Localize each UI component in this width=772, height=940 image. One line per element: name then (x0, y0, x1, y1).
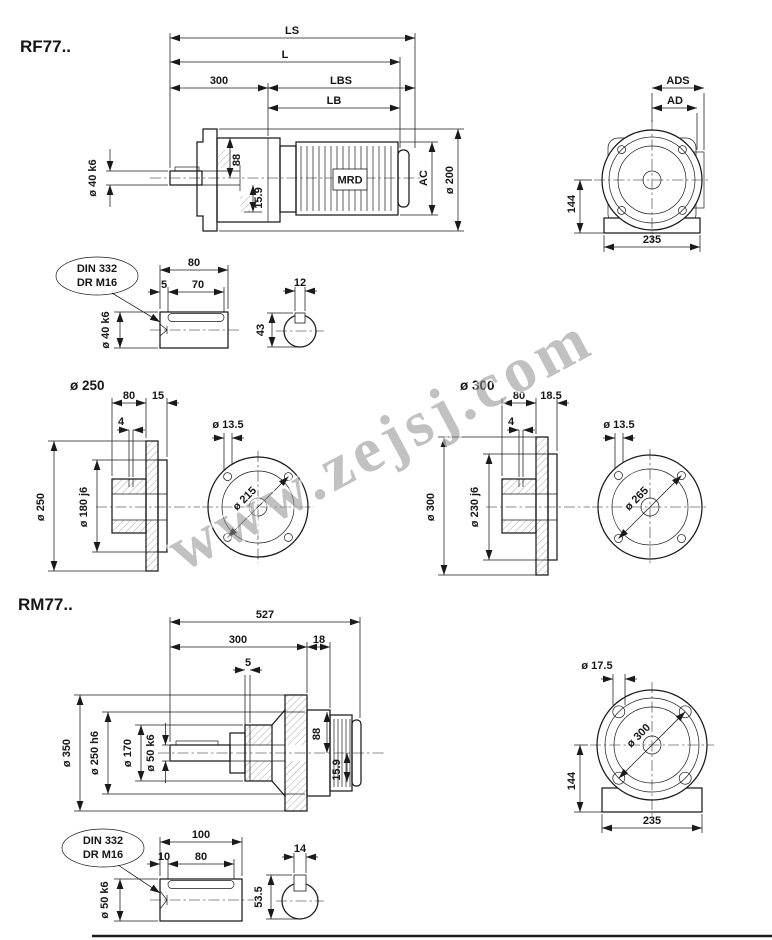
dim-lbs: LBS (330, 75, 352, 87)
fan-cover (351, 719, 362, 787)
rm77-side-dimensions: 527 300 18 5 ø 350 ø 250 h6 ø 170 (61, 609, 361, 812)
dim-235: 235 (643, 234, 661, 246)
dim-50: ø 50 k6 (145, 734, 157, 771)
dim-350: ø 350 (61, 739, 73, 767)
flange-250-title: ø 250 (70, 378, 105, 393)
shaft-side-view (159, 311, 229, 349)
leader-line (111, 292, 161, 323)
dim-235: 235 (643, 815, 661, 827)
rm77-title: RM77.. (18, 595, 73, 614)
dim-shaft-40: ø 40 k6 (100, 311, 112, 348)
dim-l: L (282, 49, 289, 61)
keyway-slot (167, 313, 225, 322)
key-cross-section (294, 312, 306, 324)
rf77-side-view: MRD (150, 128, 420, 232)
dim-lb: LB (327, 95, 342, 107)
dim-100: 100 (192, 829, 210, 841)
dim-4: 4 (118, 416, 125, 428)
dim-159: 15.9 (331, 759, 343, 780)
dim-170: ø 170 (122, 739, 134, 767)
rf77-side-dimensions: LS L 300 LBS LB ø 40 k6 88 15.9 AC (87, 25, 464, 232)
dim-5: 5 (161, 279, 167, 291)
rf77-section: RF77.. (20, 25, 710, 252)
dim-200: ø 200 (444, 166, 456, 194)
dim-250: ø 250 h6 (89, 731, 101, 775)
flange-300-section: ø 300 80 18.5 4 ø 13.5 ø 300 (425, 378, 708, 576)
dim-185: 18.5 (540, 390, 561, 402)
dim-80: 80 (123, 390, 135, 402)
din-note-line1: DIN 332 (77, 263, 117, 275)
dim-300: 300 (210, 75, 228, 87)
shaft-key (174, 166, 200, 172)
dim-bolt-hole: ø 17.5 (581, 660, 612, 672)
output-flange (196, 128, 218, 232)
dim-key-width: 14 (294, 843, 307, 855)
dim-159: 15.9 (253, 187, 265, 208)
fan-cover (397, 149, 410, 208)
dim-ad: AD (667, 95, 683, 107)
dim-shaft-50: ø 50 k6 (99, 881, 111, 918)
flange-300-title: ø 300 (460, 378, 495, 393)
dim-527: 527 (256, 609, 274, 621)
din-note-line1: DIN 332 (83, 835, 123, 847)
dim-pilot: ø 230 j6 (469, 487, 481, 527)
flange-250-front-view: ø 215 (202, 451, 314, 563)
shaft-detail-50: DIN 332 DR M16 100 10 80 ø 50 k6 14 53.5 (61, 828, 324, 922)
rm77-side-view (158, 694, 385, 812)
dim-300: 300 (229, 634, 247, 646)
dim-key-height: 53.5 (253, 886, 265, 907)
dim-144: 144 (566, 194, 578, 213)
flange-300-front-view: ø 265 (592, 449, 708, 565)
rf77-title: RF77.. (20, 37, 71, 56)
motor-adapter (279, 145, 297, 213)
dim-key-width: 12 (294, 277, 306, 289)
dim-15: 15 (152, 390, 164, 402)
dim-outer: ø 300 (425, 493, 437, 521)
bearing-hub (244, 724, 273, 782)
flange-bolt-holes (617, 145, 687, 215)
dim-10: 10 (158, 851, 170, 863)
rm77-front-view: ø 300 ø 17.5 144 235 (566, 660, 714, 833)
dim-144: 144 (566, 771, 578, 790)
dim-18: 18 (313, 634, 325, 646)
dim-80: 80 (195, 851, 207, 863)
flange-spigot (157, 459, 168, 553)
flange-spigot (547, 453, 558, 561)
keyway-slot (167, 880, 235, 889)
shaft-detail-40: DIN 332 DR M16 80 5 70 ø 40 k6 12 43 (55, 256, 324, 349)
dim-70: 70 (192, 279, 204, 291)
din-note-bubble (55, 256, 139, 296)
dim-pilot: ø 180 j6 (78, 487, 90, 527)
key-cross-section (293, 874, 307, 892)
dim-80: 80 (513, 390, 525, 402)
dim-88: 88 (311, 728, 323, 740)
rm77-section: RM77.. (18, 595, 714, 833)
dim-bolt-hole: ø 13.5 (212, 419, 243, 431)
dim-bolt-hole: ø 13.5 (603, 419, 634, 431)
dim-80: 80 (188, 257, 200, 269)
shaft-side-view (159, 878, 243, 922)
dim-ac: AC (418, 170, 430, 186)
motor-nameplate (332, 168, 368, 191)
shaft-key (175, 740, 219, 746)
dim-ads: ADS (666, 75, 689, 87)
din-note-line2: DR M16 (77, 277, 117, 289)
dim-4: 4 (508, 416, 515, 428)
dim-ls: LS (285, 25, 299, 37)
dim-88: 88 (231, 154, 243, 166)
dim-outer: ø 250 (35, 493, 47, 521)
dim-key-height: 43 (255, 324, 267, 336)
dim-5: 5 (245, 657, 251, 669)
motor-nameplate-text: MRD (337, 175, 362, 187)
din-note-bubble (61, 828, 145, 868)
dim-shaft-40: ø 40 k6 (87, 159, 99, 196)
flange-250-section: ø 250 80 15 4 ø 13.5 ø 250 (35, 378, 314, 572)
rf77-front-view: ADS AD 144 235 (566, 75, 710, 252)
din-note-line2: DR M16 (83, 849, 123, 861)
